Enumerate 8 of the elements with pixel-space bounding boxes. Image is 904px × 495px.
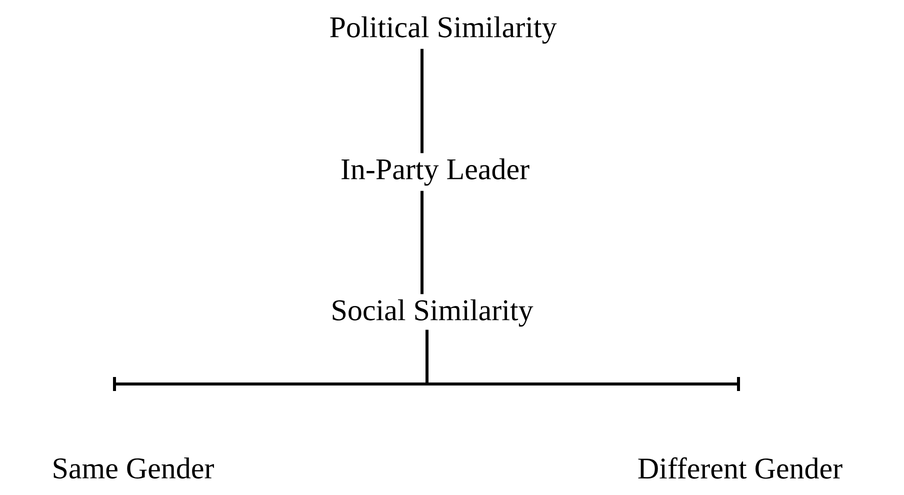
connector-line: [420, 190, 424, 294]
label-text: Same Gender: [54, 457, 214, 479]
label-text: In-Party Leader: [342, 158, 530, 186]
connector-line: [420, 48, 424, 154]
label-text: Political Similarity: [330, 16, 557, 44]
connector-line: [426, 330, 740, 391]
label-text: Different Gender: [638, 457, 842, 479]
label-text: Social Similarity: [332, 299, 534, 327]
